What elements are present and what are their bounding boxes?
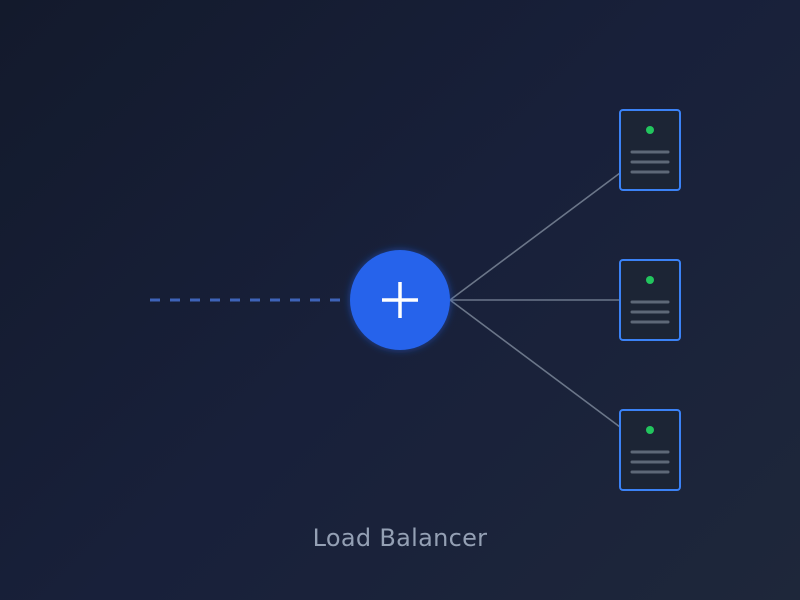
connection-line-server-1 (449, 172, 621, 301)
server-rack-lines (630, 450, 670, 474)
status-indicator-online (646, 276, 654, 284)
connection-lines (449, 172, 621, 428)
server-node-3 (619, 409, 681, 491)
server-node-2 (619, 259, 681, 341)
server-icon (619, 259, 681, 341)
server-icon (619, 409, 681, 491)
server-node-1 (619, 109, 681, 191)
plus-icon (382, 282, 418, 318)
connection-line-server-3 (449, 299, 621, 428)
server-rack-lines (630, 300, 670, 324)
diagram-caption: Load Balancer (312, 524, 488, 552)
status-indicator-online (646, 126, 654, 134)
status-indicator-online (646, 426, 654, 434)
server-icon (619, 109, 681, 191)
load-balancer-node (350, 250, 450, 350)
server-rack-lines (630, 150, 670, 174)
